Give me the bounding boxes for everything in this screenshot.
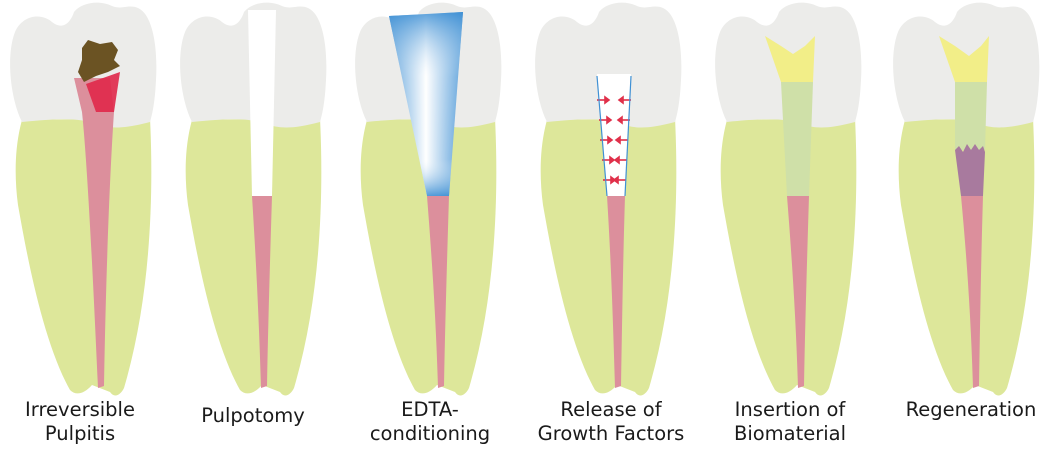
caption-line: Irreversible xyxy=(0,398,165,422)
caption-line: EDTA- xyxy=(345,398,515,422)
caption-line: conditioning xyxy=(345,422,515,446)
tooth-release-of-growth-factors xyxy=(535,3,681,396)
caption-insertion-of-biomaterial: Insertion of Biomaterial xyxy=(705,398,875,446)
caption-line: Regeneration xyxy=(886,398,1056,422)
tooth-pulpotomy xyxy=(180,3,326,396)
caption-release-of-growth-factors: Release of Growth Factors xyxy=(526,398,696,446)
caption-line: Pulpitis xyxy=(0,422,165,446)
tooth-edta-conditioning xyxy=(355,3,501,396)
caption-edta-conditioning: EDTA- conditioning xyxy=(345,398,515,446)
caption-line: Insertion of xyxy=(705,398,875,422)
root xyxy=(16,118,152,395)
caption-regeneration: Regeneration xyxy=(886,398,1056,422)
tooth-regeneration xyxy=(893,3,1039,396)
caption-line: Pulpotomy xyxy=(168,404,338,428)
pulp-chamber-cavity xyxy=(248,10,276,196)
caption-line: Growth Factors xyxy=(526,422,696,446)
tooth-insertion-of-biomaterial xyxy=(715,3,861,396)
caption-pulpotomy: Pulpotomy xyxy=(168,404,338,428)
caption-irreversible-pulpitis: Irreversible Pulpitis xyxy=(0,398,165,446)
biomaterial xyxy=(955,82,987,150)
caption-line: Release of xyxy=(526,398,696,422)
tooth-irreversible-pulpitis xyxy=(10,3,156,396)
caption-line: Biomaterial xyxy=(705,422,875,446)
